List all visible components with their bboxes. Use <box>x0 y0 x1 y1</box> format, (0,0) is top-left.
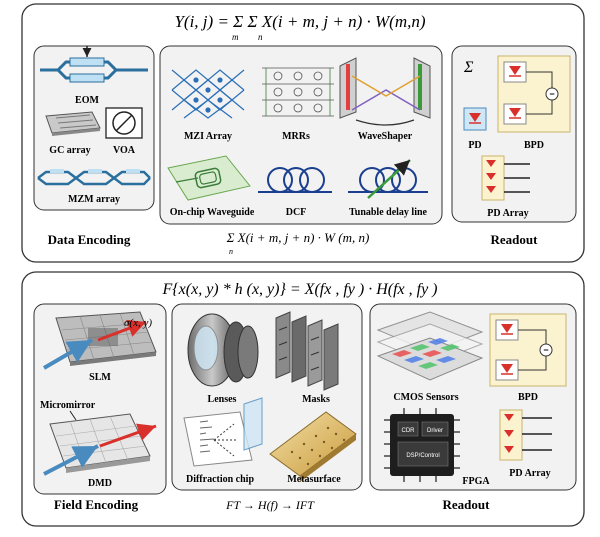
top-readout-title: Readout <box>491 232 539 247</box>
diffraction-chip-icon <box>183 397 263 467</box>
slm-sigma-label: σ(x, y) <box>124 317 152 329</box>
masks-label: Masks <box>302 394 330 405</box>
dcf-label: DCF <box>286 207 307 218</box>
fpga-label: FPGA <box>462 476 490 487</box>
top-sum-index-n: n <box>258 32 263 42</box>
mzm-array-icon <box>37 169 151 186</box>
bottom-pd-array-label: PD Array <box>509 468 550 479</box>
fpga-chip-dsp: DSP/Control <box>406 453 439 459</box>
bottom-processing-equation: FT → H(f) → IFT <box>225 498 315 512</box>
waveshaper-icon <box>339 57 431 126</box>
mrrs-label: MRRs <box>282 131 310 142</box>
top-equation: Y(i, j) = Σ Σ X(i + m, j + n) · W(m,n) <box>174 12 425 31</box>
bottom-bpd-label: BPD <box>518 392 538 403</box>
data-encoding-title: Data Encoding <box>48 232 131 247</box>
mzi-array-label: MZI Array <box>184 131 232 142</box>
diffraction-chip-label: Diffraction chip <box>186 474 254 485</box>
pd-icon <box>463 107 487 131</box>
top-sum-index-m: m <box>232 32 239 42</box>
dcf-icon <box>258 167 332 193</box>
mrrs-icon <box>262 67 334 117</box>
processing-equation: Σ X(i + m, j + n) · W (m, n) <box>226 230 370 245</box>
lenses-icon <box>187 313 259 387</box>
cmos-sensors-label: CMOS Sensors <box>393 392 458 403</box>
bottom-bpd-icon <box>489 313 567 387</box>
masks-icon <box>275 311 339 391</box>
readout-sigma: Σ <box>463 59 474 76</box>
bpd-icon <box>497 55 571 133</box>
dmd-label: DMD <box>88 478 112 489</box>
slm-icon <box>42 311 157 370</box>
bpd-minus: − <box>549 89 554 99</box>
voa-label: VOA <box>113 145 136 156</box>
fpga-icon <box>384 408 460 482</box>
eom-label: EOM <box>75 95 99 106</box>
metasurface-icon <box>269 411 357 482</box>
slm-label: SLM <box>89 372 111 383</box>
fpga-chip-cdr: CDR <box>402 428 416 434</box>
eom-icon <box>40 46 148 83</box>
tunable-delay-line-label: Tunable delay line <box>349 207 428 218</box>
cmos-sensors-icon <box>376 311 484 381</box>
gc-array-label: GC array <box>49 145 90 156</box>
on-chip-waveguide-icon <box>167 155 251 201</box>
micromirror-label: Micromirror <box>40 400 96 411</box>
processing-sum-index: n <box>229 247 233 256</box>
pd-array-icon <box>481 155 530 201</box>
pd-array-label: PD Array <box>487 208 528 219</box>
dmd-icon <box>43 410 157 476</box>
tunable-delay-line-icon <box>348 159 428 199</box>
bottom-bpd-minus: − <box>543 345 548 355</box>
bottom-pd-array-icon <box>499 409 552 461</box>
waveshaper-label: WaveShaper <box>358 131 413 142</box>
on-chip-waveguide-label: On-chip Waveguide <box>170 207 255 218</box>
pd-label: PD <box>468 140 481 151</box>
bpd-label: BPD <box>524 140 544 151</box>
bottom-readout-title: Readout <box>443 497 491 512</box>
mzi-array-icon <box>171 69 245 119</box>
bottom-equation: F{x(x, y) * h (x, y)} = X(fx , fy ) · H(… <box>161 281 437 298</box>
metasurface-label: Metasurface <box>287 474 341 485</box>
voa-icon <box>105 107 143 139</box>
field-encoding-title: Field Encoding <box>54 497 139 512</box>
mzm-array-label: MZM array <box>68 194 120 205</box>
lenses-label: Lenses <box>208 394 237 405</box>
fpga-chip-driver: Driver <box>427 428 443 434</box>
gc-array-icon <box>45 111 101 136</box>
